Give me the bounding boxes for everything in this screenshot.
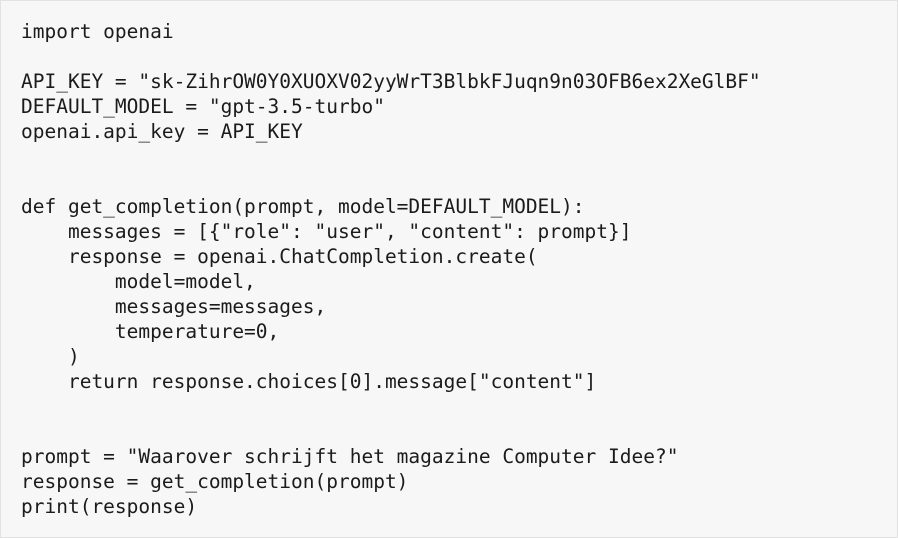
code-line-blank	[21, 169, 761, 194]
code-line-return: return response.choices[0].message["cont…	[21, 370, 597, 393]
code-line-blank	[21, 419, 761, 444]
code-line-close-paren: )	[21, 345, 80, 368]
code-line-temperature-arg: temperature=0,	[21, 320, 280, 343]
code-line-model-arg: model=model,	[21, 270, 256, 293]
code-line-blank	[21, 44, 761, 69]
code-line-blank	[21, 144, 761, 169]
code-line-messages-arg: messages=messages,	[21, 295, 327, 318]
code-block: import openai API_KEY = "sk-ZihrOW0Y0XUO…	[21, 19, 761, 519]
code-line-messages: messages = [{"role": "user", "content": …	[21, 220, 632, 243]
code-line-print: print(response)	[21, 495, 198, 518]
code-line-prompt: prompt = "Waarover schrijft het magazine…	[21, 445, 679, 468]
code-line-response-call: response = get_completion(prompt)	[21, 470, 409, 493]
code-line-import: import openai	[21, 20, 174, 43]
code-line-default-model: DEFAULT_MODEL = "gpt-3.5-turbo"	[21, 95, 385, 118]
code-line-api-key: API_KEY = "sk-ZihrOW0Y0XUOXV02yyWrT3Blbk…	[21, 70, 761, 93]
code-line-set-api-key: openai.api_key = API_KEY	[21, 120, 303, 143]
code-line-def-get-completion: def get_completion(prompt, model=DEFAULT…	[21, 195, 585, 218]
code-line-blank	[21, 394, 761, 419]
code-line-response-create: response = openai.ChatCompletion.create(	[21, 245, 538, 268]
